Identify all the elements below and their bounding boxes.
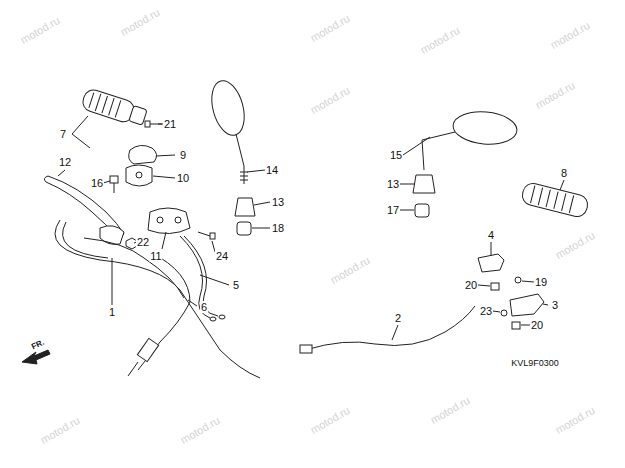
watermark: motod.ru — [548, 19, 592, 51]
callout-number: 8 — [560, 167, 568, 179]
watermark: motod.ru — [38, 414, 82, 446]
callout-number: 22 — [136, 236, 150, 248]
callout-number: 12 — [58, 156, 72, 168]
callout-number: 3 — [551, 299, 559, 311]
callout-number: 11 — [149, 250, 162, 262]
callout-number: 15 — [389, 149, 403, 161]
callout-number: 10 — [176, 172, 190, 184]
callout-number: 4 — [487, 229, 495, 241]
watermark: motod.ru — [553, 404, 597, 436]
callout-number: 18 — [271, 222, 285, 234]
watermark: motod.ru — [118, 6, 162, 38]
callout-number: 1 — [108, 306, 116, 318]
callout-number: 9 — [179, 149, 187, 161]
callout-number: 21 — [163, 118, 177, 130]
watermark: motod.ru — [178, 414, 222, 446]
callout-number: 2 — [394, 312, 402, 324]
diagram-code: KVL9F0300 — [511, 357, 559, 369]
watermark: motod.ru — [428, 394, 472, 426]
callout-number: 23 — [479, 305, 493, 317]
callout-number: 19 — [534, 276, 548, 288]
callout-number: 16 — [90, 177, 104, 189]
callout-number: 5 — [232, 279, 240, 291]
watermark: motod.ru — [553, 229, 597, 261]
watermark: motod.ru — [328, 254, 372, 286]
callout-number: 20 — [464, 279, 478, 291]
watermark: motod.ru — [308, 404, 352, 436]
watermark: motod.ru — [418, 24, 462, 56]
callout-number: 20 — [530, 319, 544, 331]
watermark: motod.ru — [308, 12, 352, 44]
callout-number: 17 — [386, 204, 400, 216]
callout-number: 14 — [265, 164, 279, 176]
callout-number: 7 — [59, 128, 67, 140]
callout-number: 6 — [200, 301, 208, 313]
watermark: motod.ru — [533, 79, 577, 111]
front-indicator: FR. — [30, 337, 47, 353]
watermark: motod.ru — [18, 14, 62, 46]
watermark: motod.ru — [308, 84, 352, 116]
callout-number: 13 — [271, 196, 285, 208]
callout-number: 24 — [215, 250, 229, 262]
callout-number: 13 — [386, 178, 400, 190]
